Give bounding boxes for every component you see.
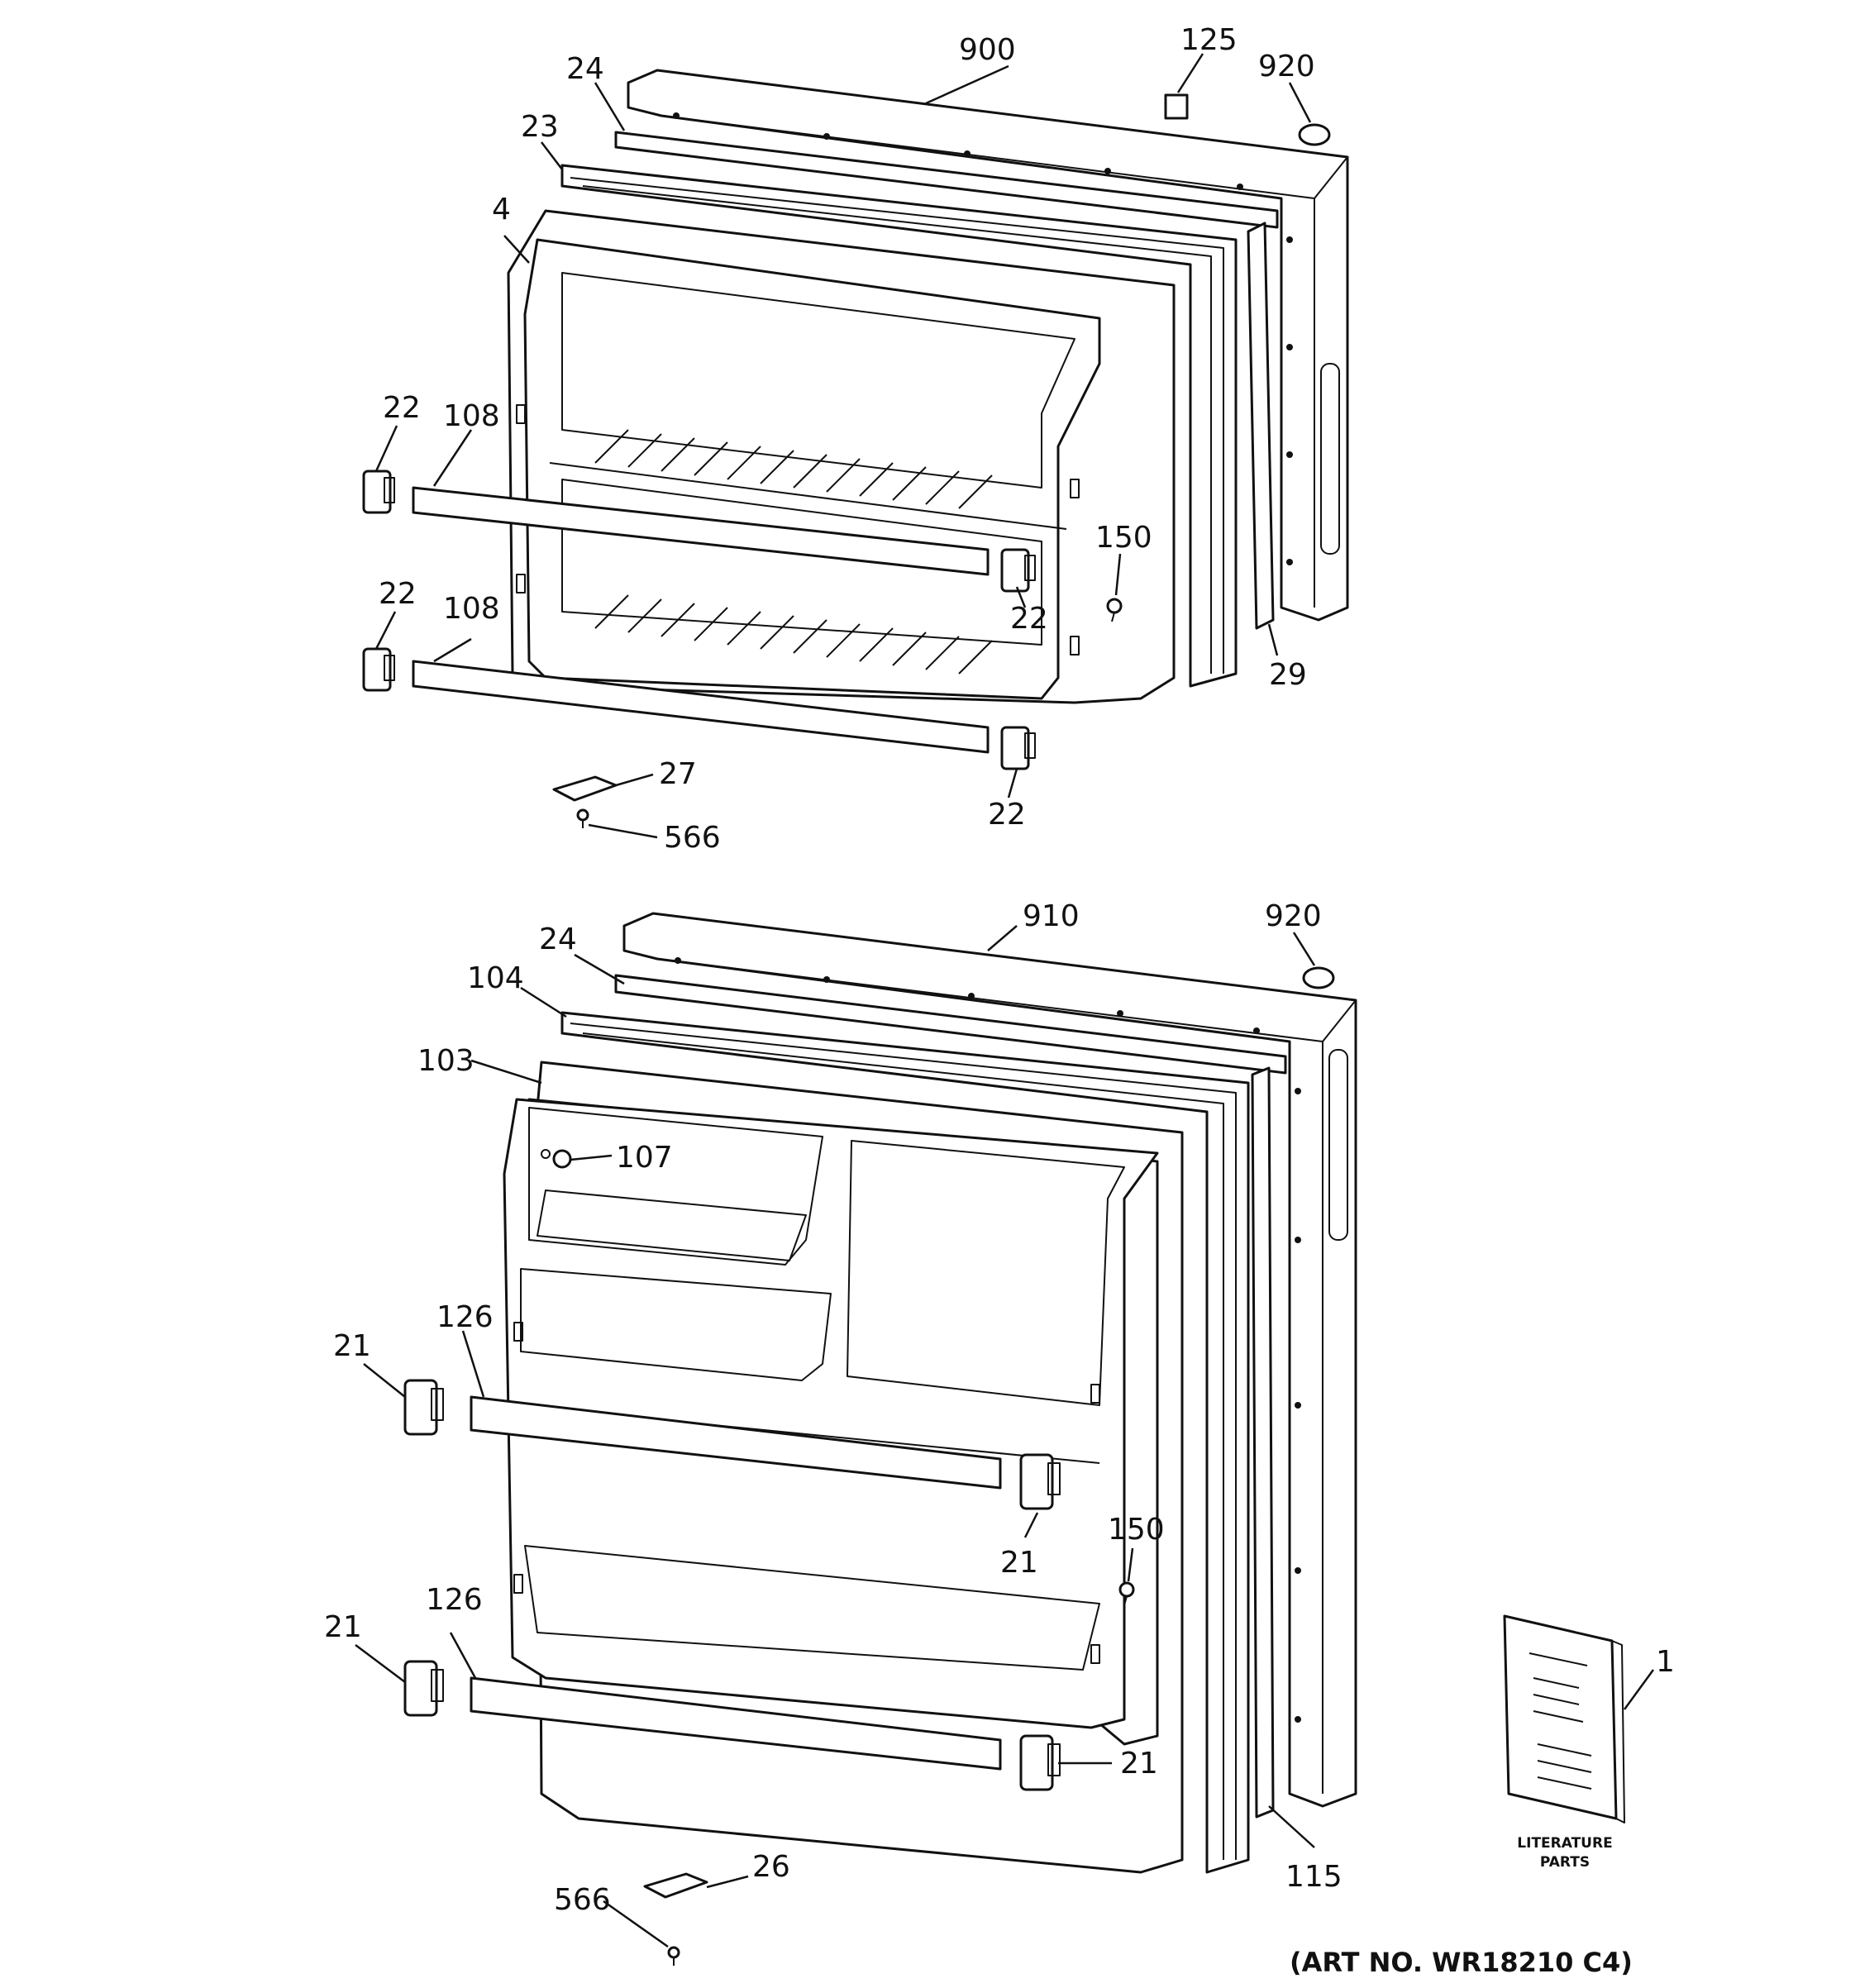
callout-107: 107 [616, 1141, 673, 1175]
fresh-food-leader-lines [355, 925, 1655, 1948]
bracket-22-upper-right [1000, 548, 1036, 593]
outer-door-panel-910 [622, 912, 1357, 1808]
callout-125: 125 [1180, 23, 1238, 57]
callout-21-a: 21 [333, 1329, 371, 1363]
cap-920-bottom [1302, 966, 1335, 989]
shelf-bar-126-lower [470, 1676, 1002, 1771]
callout-22-b: 22 [1010, 602, 1048, 636]
callout-29: 29 [1269, 658, 1307, 692]
bracket-22-lower-left [362, 647, 395, 692]
fresh-food-door-assembly [403, 912, 1625, 1966]
screw-150-top [1106, 598, 1123, 622]
callout-126-b: 126 [426, 1583, 483, 1617]
callout-22-a: 22 [383, 391, 421, 425]
bracket-21-lower-right [1019, 1734, 1061, 1791]
callout-150: 150 [1095, 521, 1152, 555]
callout-920: 920 [1258, 50, 1315, 83]
shelf-bar-108-lower [412, 660, 990, 754]
callout-920-b: 920 [1265, 899, 1322, 933]
gasket-104 [560, 1011, 1250, 1874]
bracket-22-upper-left [362, 470, 395, 514]
callout-900: 900 [959, 33, 1016, 67]
callout-150-b: 150 [1108, 1513, 1165, 1547]
callout-24-b: 24 [539, 922, 577, 956]
callout-21-c: 21 [324, 1610, 362, 1644]
callout-108-b: 108 [443, 592, 500, 626]
screw-566-bottom [667, 1946, 680, 1966]
gasket-23 [560, 164, 1238, 688]
strip-29 [1247, 222, 1275, 630]
hinge-plate-27 [552, 775, 618, 802]
callout-26: 26 [752, 1850, 790, 1884]
freezer-door-assembly [362, 69, 1349, 828]
callout-103: 103 [417, 1044, 475, 1078]
callout-24: 24 [566, 52, 604, 86]
callout-22-d: 22 [988, 798, 1026, 832]
bracket-22-lower-right [1000, 726, 1036, 770]
shelf-bar-126-upper [470, 1395, 1002, 1490]
literature-label-line1: LITERATURE [1517, 1835, 1612, 1852]
callout-4: 4 [492, 193, 511, 226]
bracket-21-upper-left [403, 1379, 444, 1436]
callout-566-b: 566 [554, 1883, 611, 1917]
bracket-21-upper-right [1019, 1453, 1061, 1510]
callout-126-a: 126 [436, 1300, 494, 1334]
callout-910: 910 [1023, 899, 1080, 933]
hinge-plate-26 [643, 1872, 708, 1899]
screw-150-bottom [1118, 1581, 1135, 1606]
freezer-callout-labels: 900 125 920 24 23 4 22 108 150 22 22 108… [379, 23, 1315, 855]
cap-920-top [1298, 123, 1331, 146]
literature-label-line2: PARTS [1540, 1854, 1590, 1871]
freezer-leader-lines [374, 53, 1312, 839]
callout-27: 27 [659, 757, 697, 791]
screw-566-top [576, 808, 589, 828]
callout-1: 1 [1656, 1645, 1675, 1679]
callout-21-b: 21 [1000, 1546, 1038, 1580]
callout-104: 104 [467, 961, 524, 995]
plug-125 [1164, 93, 1189, 120]
bracket-21-lower-left [403, 1660, 444, 1717]
callout-21-d: 21 [1120, 1747, 1158, 1781]
callout-23: 23 [521, 110, 559, 144]
fresh-food-callout-labels: 910 920 24 104 103 107 126 21 21 150 126… [324, 899, 1675, 1917]
callout-566: 566 [664, 821, 721, 855]
strip-115 [1251, 1066, 1275, 1819]
shelf-bar-108-upper [412, 486, 990, 576]
outer-door-panel-900 [627, 69, 1349, 622]
trim-24 [614, 131, 1279, 229]
callout-108-a: 108 [443, 399, 500, 433]
callout-115: 115 [1285, 1860, 1343, 1894]
inner-liner-4 [507, 209, 1176, 704]
art-number: (ART NO. WR18210 C4) [1290, 1947, 1633, 1978]
callout-22-c: 22 [379, 577, 417, 611]
literature-booklet-1 [1503, 1614, 1625, 1824]
trim-24-lower [614, 974, 1287, 1075]
